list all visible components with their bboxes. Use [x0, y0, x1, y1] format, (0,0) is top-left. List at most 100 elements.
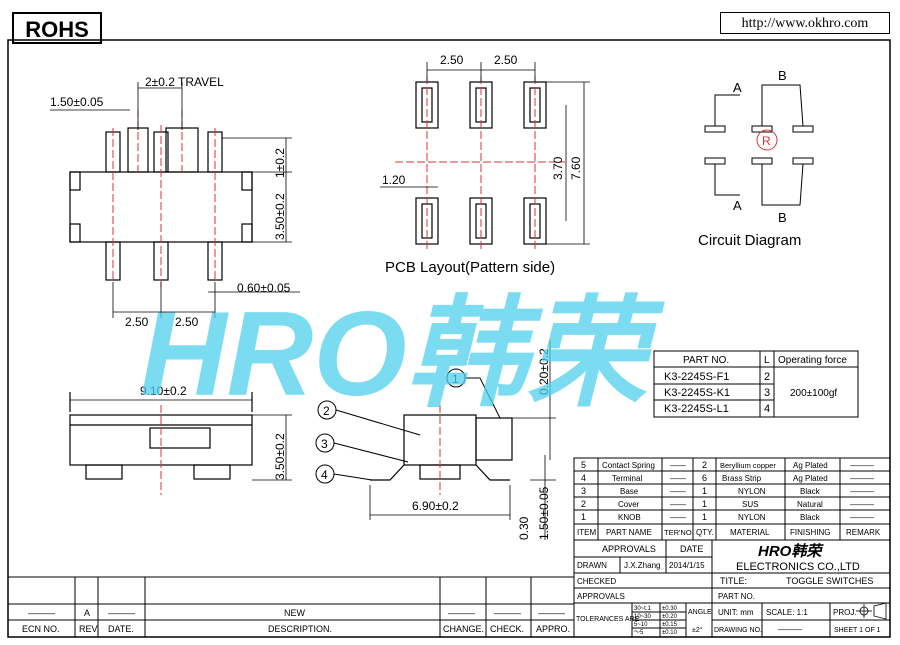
bom-header-material: MATERIAL [730, 528, 770, 537]
bom-remark-2: ——— [850, 500, 874, 509]
tb-scale: SCALE: 1:1 [766, 608, 808, 617]
dim-060: 0.60±0.05 [237, 281, 291, 295]
side-dim-350: 3.50±0.2 [273, 433, 287, 480]
bom-item-4: 4 [581, 473, 586, 483]
side-dim-690: 6.90±0.2 [412, 499, 459, 513]
pcb-dim-370: 3.70 [551, 156, 565, 180]
bom-name-4: Terminal [612, 474, 642, 483]
registered-r: R [762, 134, 771, 148]
bom-ter-4: —— [670, 474, 686, 483]
callout-1: 1 [452, 372, 459, 386]
side-dim-910: 9.10±0.2 [140, 384, 187, 398]
bom-item-1: 1 [581, 512, 586, 522]
pcb-caption: PCB Layout(Pattern side) [385, 259, 555, 276]
bom-finish-3: Black [800, 487, 821, 496]
bom-ter-3: —— [670, 487, 686, 496]
tb-drawn-by: J.X.Zhang [624, 561, 660, 570]
side-dim-020: 0.20±0.2 [537, 348, 551, 395]
bom-qty-2: 1 [702, 499, 707, 509]
bom-header-finishing: FINISHING [790, 528, 830, 537]
bom-ter-1: —— [670, 513, 686, 522]
rev-ecn-dash: ——— [28, 608, 55, 618]
side-dim-150: 1.50±0.05 [537, 486, 551, 540]
rev-header-change: CHANGE. [443, 624, 484, 634]
rev-appro-dash: ——— [538, 608, 565, 618]
tb-drawn: DRAWN [577, 561, 607, 570]
bom-finish-1: Black [800, 513, 821, 522]
bom-ter-5: —— [670, 461, 686, 470]
parts-row3-l: 4 [764, 403, 770, 415]
bom-header-name: PART NAME [606, 528, 652, 537]
bom-header-item: ITEM [577, 528, 596, 537]
callout-3: 3 [321, 437, 328, 451]
tb-company: ELECTRONICS CO.,LTD [736, 561, 860, 573]
callout-2: 2 [323, 404, 330, 418]
bom-name-5: Contact Spring [602, 461, 655, 470]
tb-sheet: SHEET 1 OF 1 [834, 627, 881, 634]
bom-item-2: 2 [581, 499, 586, 509]
side-dim-lines [70, 399, 292, 481]
side-view-right [370, 414, 513, 481]
bom-header-ter: TER'NO. [664, 528, 694, 537]
website-url[interactable]: http://www.okhro.com [720, 12, 890, 34]
pcb-dim-250b: 2.50 [494, 53, 518, 67]
tol-val-2: ±0.20 [662, 614, 678, 620]
bom-finish-2: Natural [797, 500, 823, 509]
rev-check-dash: ——— [494, 608, 521, 618]
parts-force: 200±100gf [790, 388, 837, 399]
bom-header-remark: REMARK [846, 528, 881, 537]
circuit-caption: Circuit Diagram [698, 232, 801, 249]
rev-date-dash: ——— [108, 608, 135, 618]
dim-250b: 2.50 [175, 315, 199, 329]
circuit-diagram [704, 84, 814, 206]
tb-drawing-no: DRAWING NO. [714, 627, 762, 634]
rev-change-dash: ——— [448, 608, 475, 618]
bom-material-4: Brass Strip [722, 474, 762, 483]
rev-a: A [84, 608, 90, 618]
hro-watermark: HRO韩荣 [140, 287, 666, 421]
tol-range-4: ～5 [634, 630, 644, 636]
bom-remark-5: ——— [850, 461, 874, 470]
tb-date: DATE [680, 544, 703, 554]
bom-item-3: 3 [581, 486, 586, 496]
dim-150: 1.50±0.05 [50, 95, 104, 109]
tb-approvals2: APPROVALS [577, 592, 625, 601]
rev-new: NEW [284, 608, 306, 618]
parts-row2-l: 3 [764, 387, 770, 399]
bom-name-1: KNOB [618, 513, 641, 522]
circuit-b-top: B [778, 68, 787, 83]
pcb-centerlines [395, 76, 565, 250]
tb-checked: CHECKED [577, 577, 616, 586]
bom-remark-1: ——— [850, 513, 874, 522]
top-dim-lines [50, 82, 300, 318]
parts-row1-no: K3-2245S-F1 [664, 371, 729, 383]
revision-block [7, 576, 575, 638]
rev-header-rev: REV. [79, 624, 99, 634]
dim-250a: 2.50 [125, 315, 149, 329]
tol-range-1: 30~t.1 [634, 606, 652, 612]
bom-name-3: Base [620, 487, 639, 496]
bom-finish-5: Ag Plated [793, 461, 828, 470]
rev-header-appro: APPRO. [536, 624, 570, 634]
bom-remark-3: ——— [850, 487, 874, 496]
parts-table [653, 350, 859, 418]
tol-range-3: 5~10 [634, 622, 648, 628]
dim-travel: 2±0.2 TRAVEL [145, 75, 224, 89]
rev-header-description: DESCRIPTION. [268, 624, 332, 634]
tol-range-2: 10~30 [634, 614, 652, 620]
bom-material-1: NYLON [738, 513, 766, 522]
parts-header-l: L [764, 355, 770, 366]
bom-qty-5: 2 [702, 460, 707, 470]
side-dim-030: 0.30 [517, 516, 531, 540]
tb-angle-val: ±2° [692, 626, 703, 634]
tol-val-3: ±0.15 [662, 622, 678, 628]
dim-350: 3.50±0.2 [273, 193, 287, 240]
tol-val-4: ±0.10 [662, 630, 678, 636]
tol-val-1: ±0.30 [662, 606, 678, 612]
tb-logo: HRO韩荣 [758, 543, 824, 560]
rev-header-date: DATE. [108, 624, 134, 634]
bom-material-5: Beryllium copper [720, 461, 776, 470]
tb-drawing-no-val: ——— [778, 625, 802, 634]
rohs-badge: ROHS [12, 12, 102, 44]
